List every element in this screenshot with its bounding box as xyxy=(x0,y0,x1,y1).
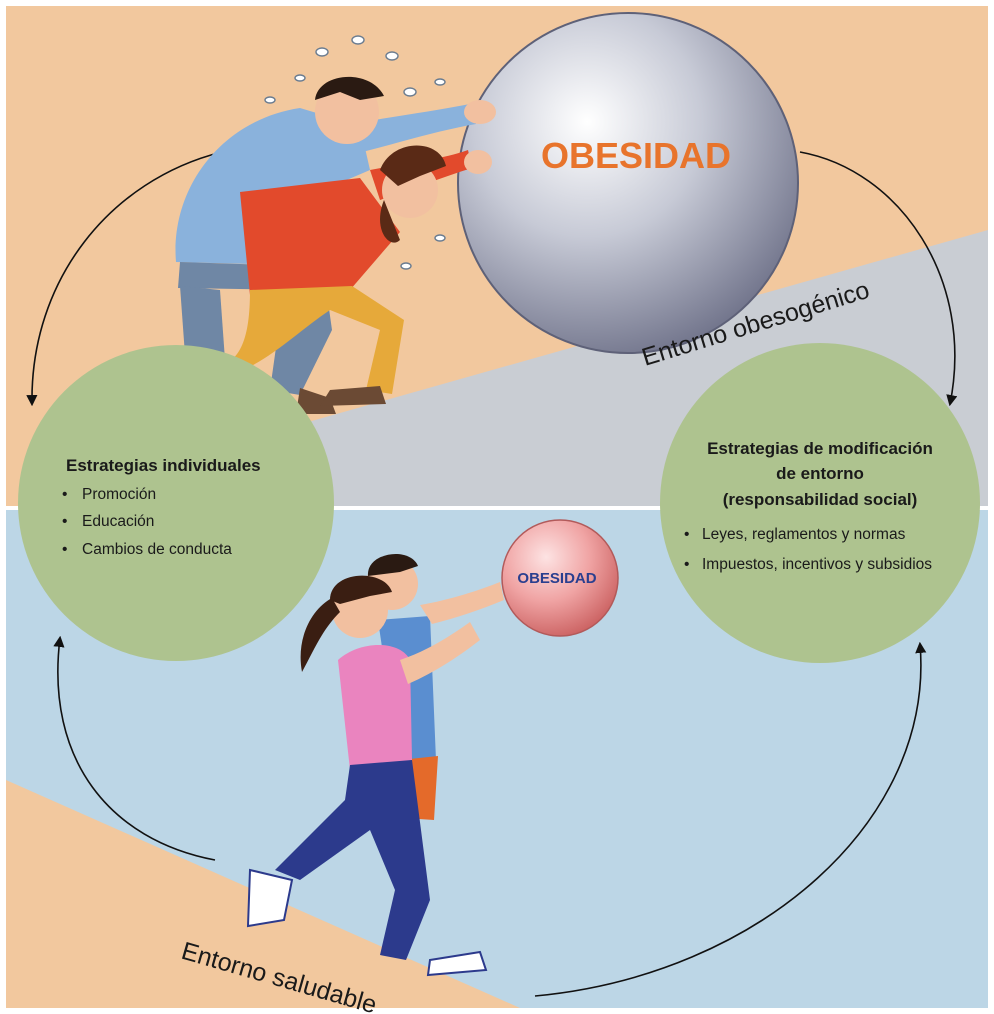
girl-playing-illustration xyxy=(246,575,488,977)
list-item: Educación xyxy=(82,513,154,530)
list-item: Promoción xyxy=(82,486,156,503)
bullet-marker: • xyxy=(62,486,67,503)
environment-strategies-circle xyxy=(660,343,980,663)
bullet-marker: • xyxy=(684,526,689,543)
list-item: Cambios de conducta xyxy=(82,541,232,558)
small-ball-label: OBESIDAD xyxy=(517,570,596,587)
environment-strategies-title-line3: (responsabilidad social) xyxy=(723,490,918,509)
list-item: Impuestos, incentivos y subsidios xyxy=(702,556,932,573)
arrow-bottom-right xyxy=(534,641,927,997)
arrow-top-right xyxy=(799,151,958,407)
list-item: Leyes, reglamentos y normas xyxy=(702,526,906,543)
bullet-marker: • xyxy=(62,541,67,558)
bullet-marker: • xyxy=(62,513,67,530)
environment-strategies-list: • Leyes, reglamentos y normas • Impuesto… xyxy=(684,526,932,573)
small-obesity-ball xyxy=(501,519,619,637)
arrow-bottom-left xyxy=(53,635,216,861)
environment-strategies-title-line2: de entorno xyxy=(776,464,864,483)
woman-pushing-illustration xyxy=(218,145,492,406)
environment-strategies-title-line1: Estrategias de modificación xyxy=(707,439,933,458)
individual-strategies-circle xyxy=(18,345,334,661)
big-obesity-ball xyxy=(457,12,799,354)
arrow-top-left xyxy=(26,151,223,407)
big-ball-label: OBESIDAD xyxy=(541,135,731,176)
individual-strategies-list: • Promoción • Educación • Cambios de con… xyxy=(62,486,232,558)
bullet-marker: • xyxy=(684,556,689,573)
sweat-drops-illustration xyxy=(264,35,446,270)
individual-strategies-title: Estrategias individuales xyxy=(66,456,261,475)
